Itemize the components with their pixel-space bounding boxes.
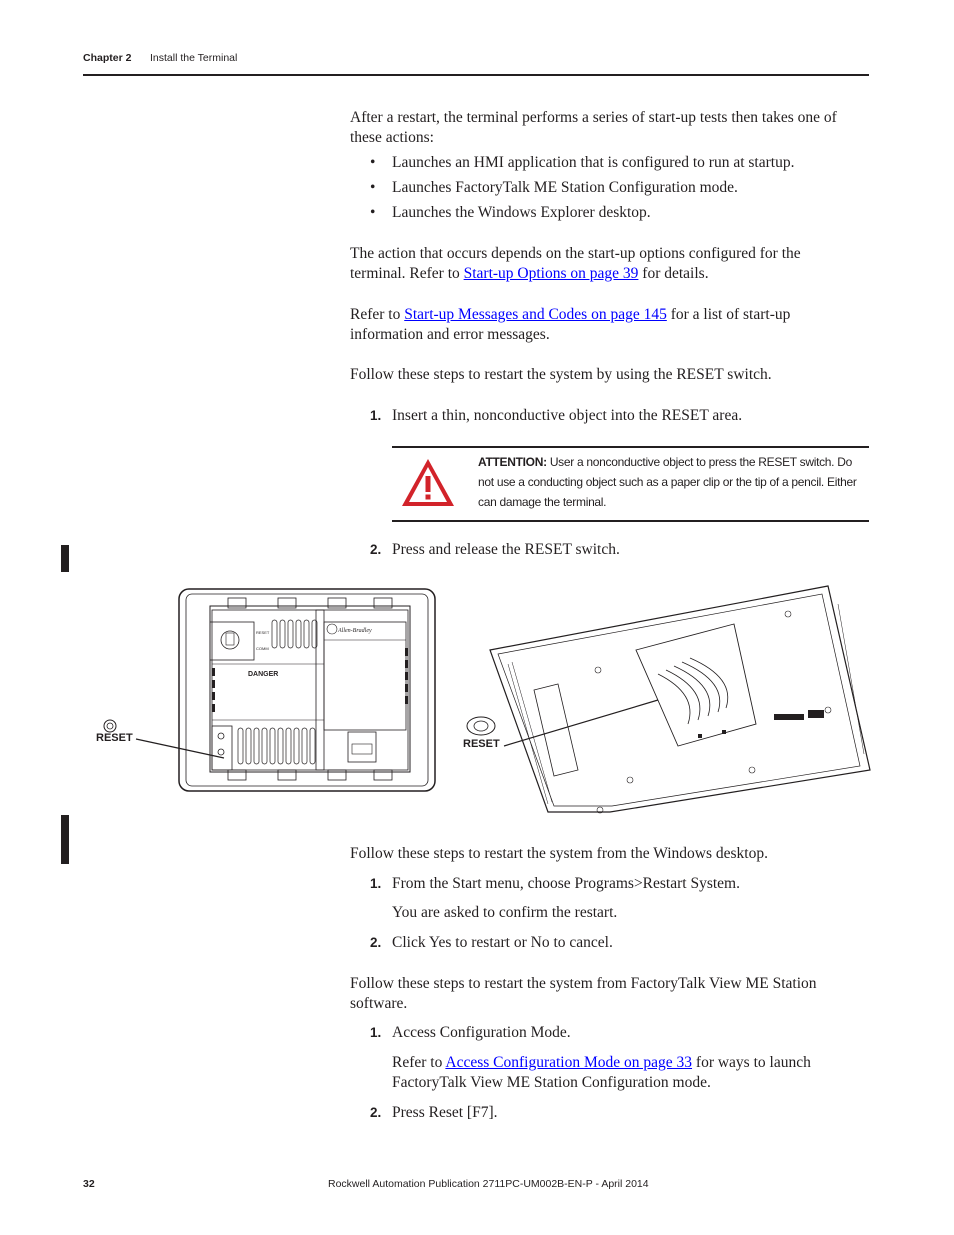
step-text: Press Reset [F7]. bbox=[392, 1104, 498, 1121]
refer-text: Refer to bbox=[350, 306, 405, 323]
attention-text: ATTENTION: User a nonconductive object t… bbox=[478, 452, 858, 512]
station-step-1: 1. Access Configuration Mode. bbox=[370, 1023, 850, 1043]
station-step-2: 2. Press Reset [F7]. bbox=[370, 1103, 850, 1123]
intro-paragraph: After a restart, the terminal performs a… bbox=[350, 109, 837, 146]
step-number: 2. bbox=[370, 935, 382, 950]
reset-step-2: 2. Press and release the RESET switch. bbox=[370, 540, 850, 560]
bullet-text: Launches FactoryTalk ME Station Configur… bbox=[392, 179, 738, 196]
startup-messages-link[interactable]: Start-up Messages and Codes on page 145 bbox=[404, 306, 667, 323]
step-number: 2. bbox=[370, 542, 382, 557]
refer-paragraph: Refer to Start-up Messages and Codes on … bbox=[350, 305, 860, 345]
desktop-step-1-note: You are asked to confirm the restart. bbox=[392, 904, 618, 921]
bullet-text: Launches an HMI application that is conf… bbox=[392, 154, 795, 171]
running-header: Chapter 2 Install the Terminal bbox=[83, 52, 237, 64]
terminal-rear-view-figure: RESET COMM DANGER Allen-Bradley bbox=[178, 588, 436, 792]
page-number: 32 bbox=[83, 1178, 95, 1190]
access-config-mode-link[interactable]: Access Configuration Mode on page 33 bbox=[445, 1054, 693, 1071]
refer-text-end: for a list of start-up information and e… bbox=[350, 306, 791, 343]
step-number: 1. bbox=[370, 1025, 382, 1040]
brand-label: Allen-Bradley bbox=[337, 628, 372, 634]
bullet-item: Launches the Windows Explorer desktop. bbox=[370, 203, 651, 223]
step-number: 1. bbox=[370, 408, 382, 423]
action-text: The action that occurs depends on the st… bbox=[350, 245, 801, 282]
terminal-perspective-figure bbox=[489, 585, 871, 814]
reset-step-1: 1. Insert a thin, nonconductive object in… bbox=[370, 406, 850, 426]
port-label-comm: COMM bbox=[256, 646, 269, 651]
warning-triangle-icon bbox=[402, 459, 454, 506]
desktop-step-1: 1. From the Start menu, choose Programs>R… bbox=[370, 874, 850, 894]
step-text: Click Yes to restart or No to cancel. bbox=[392, 934, 613, 951]
change-bar bbox=[61, 545, 69, 572]
station-intro: Follow these steps to restart the system… bbox=[350, 975, 817, 1012]
reset-callout-left bbox=[103, 719, 225, 759]
attention-body: User a nonconductive object to press the… bbox=[478, 455, 857, 509]
step-text: Insert a thin, nonconductive object into… bbox=[392, 407, 743, 424]
bullet-text: Launches the Windows Explorer desktop. bbox=[392, 204, 651, 221]
header-rule bbox=[83, 74, 869, 76]
step-text: Access Configuration Mode. bbox=[392, 1024, 571, 1041]
attention-box bbox=[392, 446, 869, 522]
reset-label-right: RESET bbox=[463, 738, 500, 750]
step-text: From the Start menu, choose Programs>Res… bbox=[392, 875, 740, 892]
step-number: 1. bbox=[370, 876, 382, 891]
note-text-end: for ways to launch FactoryTalk View ME S… bbox=[392, 1054, 811, 1091]
station-step-1-note: Refer to Access Configuration Mode on pa… bbox=[392, 1053, 852, 1093]
bullet-item: Launches FactoryTalk ME Station Configur… bbox=[370, 178, 738, 198]
bullet-item: Launches an HMI application that is conf… bbox=[370, 153, 795, 173]
step-number: 2. bbox=[370, 1105, 382, 1120]
attention-label: ATTENTION: bbox=[478, 455, 547, 469]
danger-label: DANGER bbox=[248, 671, 278, 678]
publication-info: Rockwell Automation Publication 2711PC-U… bbox=[328, 1178, 649, 1190]
desktop-intro: Follow these steps to restart the system… bbox=[350, 845, 768, 862]
startup-options-link[interactable]: Start-up Options on page 39 bbox=[463, 265, 639, 282]
change-bar bbox=[61, 815, 69, 864]
step-text: Press and release the RESET switch. bbox=[392, 541, 620, 558]
port-label-reset: RESET bbox=[256, 630, 270, 635]
chapter-title: Install the Terminal bbox=[150, 52, 238, 64]
action-text-end: for details. bbox=[638, 265, 709, 282]
desktop-step-2: 2. Click Yes to restart or No to cancel. bbox=[370, 933, 850, 953]
action-paragraph: The action that occurs depends on the st… bbox=[350, 244, 860, 284]
chapter-label: Chapter 2 bbox=[83, 52, 132, 64]
reset-label-left: RESET bbox=[96, 732, 133, 744]
reset-callout-right bbox=[466, 699, 659, 747]
reset-intro: Follow these steps to restart the system… bbox=[350, 366, 772, 383]
note-text: Refer to bbox=[392, 1054, 446, 1071]
